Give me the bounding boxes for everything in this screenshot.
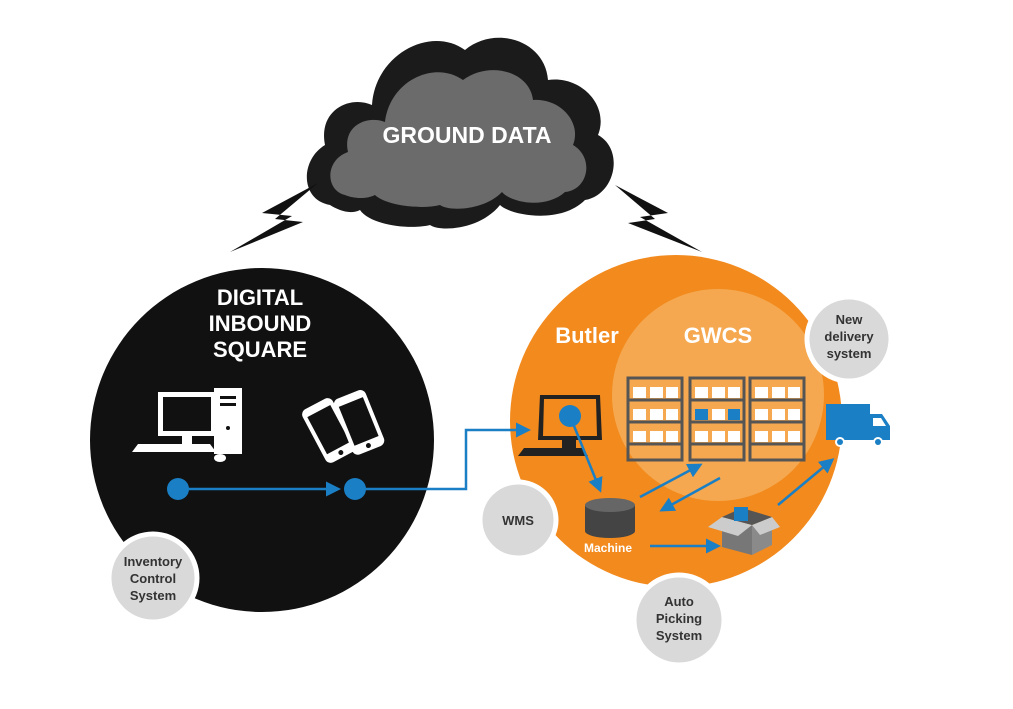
connector-box-to-truck [777, 458, 835, 506]
shelving-icon [626, 376, 684, 462]
inventory-label-line-1: Inventory [124, 554, 183, 569]
connector-monitor-to-machine [568, 415, 603, 493]
shelving-icon [748, 376, 806, 462]
wms-node: WMS [477, 479, 559, 561]
delivery-label-line-2: delivery [824, 329, 874, 344]
cloud-inner-shape [330, 70, 587, 209]
lightning-icon [615, 185, 702, 252]
digital-inbound-title-line-2: INBOUND [209, 311, 312, 336]
shelving-icon [688, 376, 746, 462]
butler-label: Butler [555, 323, 619, 348]
connector-phone-to-butler [355, 422, 531, 491]
flow-node-monitor [559, 405, 581, 427]
smartphones-icon [302, 390, 385, 463]
connector-shelves-to-machine [659, 476, 721, 512]
inventory-label-line-3: System [130, 588, 176, 603]
desktop-computer-icon [132, 388, 242, 462]
wms-label: WMS [502, 513, 534, 528]
picking-label-line-3: System [656, 628, 702, 643]
new-delivery-node: New delivery system [804, 294, 894, 384]
open-box-icon [708, 507, 780, 555]
cloud-title: GROUND DATA [382, 122, 551, 148]
flow-connectors [178, 415, 835, 554]
flow-node-computer [167, 478, 189, 500]
inventory-control-node: Inventory Control System [106, 531, 200, 625]
gwcs-label: GWCS [684, 323, 752, 348]
lightning-icon [230, 183, 318, 252]
auto-picking-node: Auto Picking System [631, 572, 727, 668]
cloud-icon: GROUND DATA [306, 37, 614, 229]
database-icon [585, 498, 635, 538]
inventory-label-line-2: Control [130, 571, 176, 586]
picking-label-line-1: Auto [664, 594, 694, 609]
digital-inbound-circle [90, 268, 434, 612]
machine-label: Machine [584, 541, 632, 555]
delivery-label-line-1: New [836, 312, 864, 327]
digital-inbound-title-line-3: SQUARE [213, 337, 307, 362]
picking-label-line-2: Picking [656, 611, 702, 626]
connector-machine-to-shelves [639, 463, 703, 499]
truck-icon [826, 404, 890, 447]
flow-node-phone [344, 478, 366, 500]
digital-inbound-title-line-1: DIGITAL [217, 285, 303, 310]
delivery-label-line-3: system [827, 346, 872, 361]
